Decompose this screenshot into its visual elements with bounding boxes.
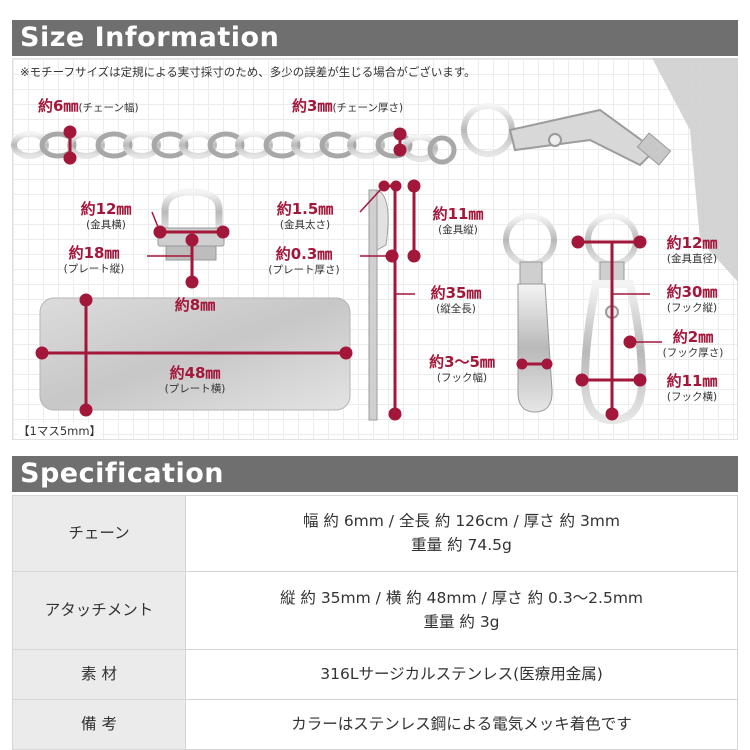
chain-illustration [11,131,457,165]
hook-length-label: 約30㎜(フック縦) [666,283,718,314]
table-row: 素 材 316Lサージカルステンレス(医療用金属) [12,649,738,700]
total-length-label: 約35㎜(縦全長) [430,284,482,315]
chain-width-label: 約6㎜(チェーン幅) [38,97,139,115]
plate-length-label: 約18㎜(プレート縦) [63,244,125,275]
ring-diameter-label: 約12㎜(金具直径) [666,234,718,265]
swivel-clasp-illustration [461,103,672,167]
table-row: 備 考 カラーはステンレス鋼による電気メッキ着色です [12,699,738,750]
spec-value-attachment: 縦 約 35mm / 横 約 48mm / 厚さ 約 0.3～2.5mm 重量 … [185,571,738,650]
hook-side-label: 約11㎜(フック横) [666,372,718,403]
hook-thick-label: 約2㎜(フック厚さ) [662,328,724,359]
measurement-note: ※モチーフサイズは定規による実寸採寸のため、多少の誤差が生じる場合がございます。 [20,65,476,79]
side-profile-illustration [368,189,389,421]
spec-key-attachment: アタッチメント [12,571,186,650]
grid-scale-note: 【1マス5mm】 [18,423,102,439]
spec-key-chain: チェーン [12,495,186,572]
table-row: チェーン 幅 約 6mm / 全長 約 126cm / 厚さ 約 3mm 重量 … [12,495,738,572]
plate-width-label: 約48㎜(プレート横) [164,364,226,395]
spec-value-remarks: カラーはステンレス鋼による電気メッキ着色です [185,699,738,750]
hook-width-label: 約3～5㎜(フック幅) [429,353,495,384]
plate-8mm-label: 約8㎜ [174,296,216,314]
spec-value-material: 316Lサージカルステンレス(医療用金属) [185,649,738,700]
measurement-lines [35,125,662,421]
plate-thick-label: 約0.3㎜(プレート厚さ) [268,245,340,276]
size-info-header: Size Information [12,20,738,56]
specification-table: チェーン 幅 約 6mm / 全長 約 126cm / 厚さ 約 3mm 重量 … [12,495,738,750]
spec-value-chain: 幅 約 6mm / 全長 約 126cm / 厚さ 約 3mm 重量 約 74.… [185,495,738,572]
fitting-height-label: 約11㎜(金具縦) [432,205,484,236]
spec-key-remarks: 備 考 [12,699,186,750]
spec-key-material: 素 材 [12,649,186,700]
plate-corner-illustration [652,58,738,282]
chain-thickness-label: 約3㎜(チェーン厚さ) [292,97,404,115]
fitting-thick-label: 約1.5㎜(金具太さ) [276,200,334,231]
specification-header: Specification [12,456,738,492]
hook-left-illustration [503,213,557,413]
fitting-width-label: 約12㎜(金具横) [80,200,132,231]
table-row: アタッチメント 縦 約 35mm / 横 約 48mm / 厚さ 約 0.3～2… [12,571,738,650]
